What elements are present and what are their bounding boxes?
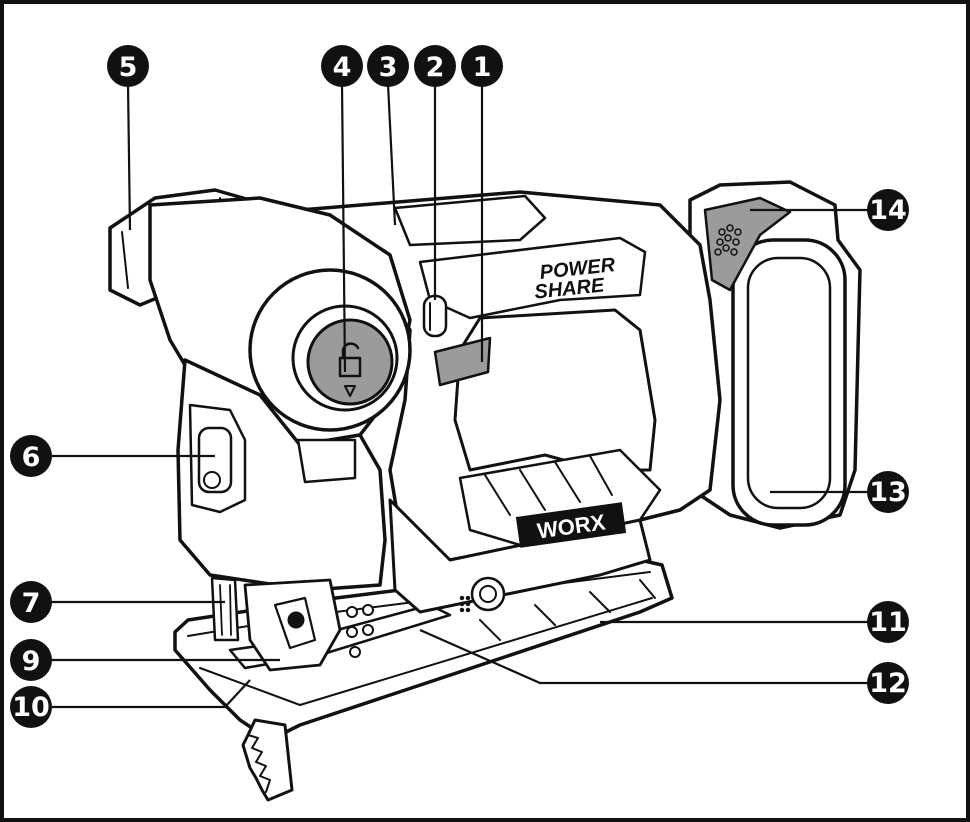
callout-13: 13 xyxy=(867,471,909,513)
jigsaw-illustration xyxy=(108,180,862,802)
callout-4-label: 4 xyxy=(333,52,352,83)
callout-2-label: 2 xyxy=(426,52,445,83)
callout-2: 2 xyxy=(414,45,456,87)
callout-3-label: 3 xyxy=(379,52,398,83)
leader-12 xyxy=(419,628,868,685)
callout-10: 10 xyxy=(10,686,52,728)
battery-pack xyxy=(688,180,862,530)
callout-1: 1 xyxy=(461,45,503,87)
callout-12-label: 12 xyxy=(869,668,907,699)
callout-10-label: 10 xyxy=(12,692,50,723)
callout-9-label: 9 xyxy=(22,646,41,677)
side-body xyxy=(176,358,387,592)
callout-5: 5 xyxy=(107,45,149,87)
callout-3: 3 xyxy=(367,45,409,87)
leader-5 xyxy=(126,83,132,231)
callout-1-label: 1 xyxy=(473,52,492,83)
leader-4 xyxy=(340,83,347,373)
callout-7: 7 xyxy=(10,581,52,623)
callout-6: 6 xyxy=(10,435,52,477)
main-housing xyxy=(298,190,722,614)
callout-13-label: 13 xyxy=(869,477,907,508)
leader-10 xyxy=(50,679,251,709)
callout-11: 11 xyxy=(867,601,909,643)
callout-12: 12 xyxy=(867,662,909,704)
leader-3 xyxy=(386,83,397,226)
callout-14-label: 14 xyxy=(869,195,907,226)
callout-7-label: 7 xyxy=(22,588,41,619)
leader-lines xyxy=(50,83,868,709)
blade xyxy=(241,718,294,802)
callout-5-label: 5 xyxy=(119,52,138,83)
callout-14: 14 xyxy=(867,189,909,231)
callout-11-label: 11 xyxy=(869,607,907,638)
callout-4: 4 xyxy=(321,45,363,87)
callout-6-label: 6 xyxy=(22,442,41,473)
callout-9: 9 xyxy=(10,639,52,681)
callout-badges: 1 2 3 4 5 6 7 9 xyxy=(10,45,909,728)
blade-guard xyxy=(210,576,374,672)
